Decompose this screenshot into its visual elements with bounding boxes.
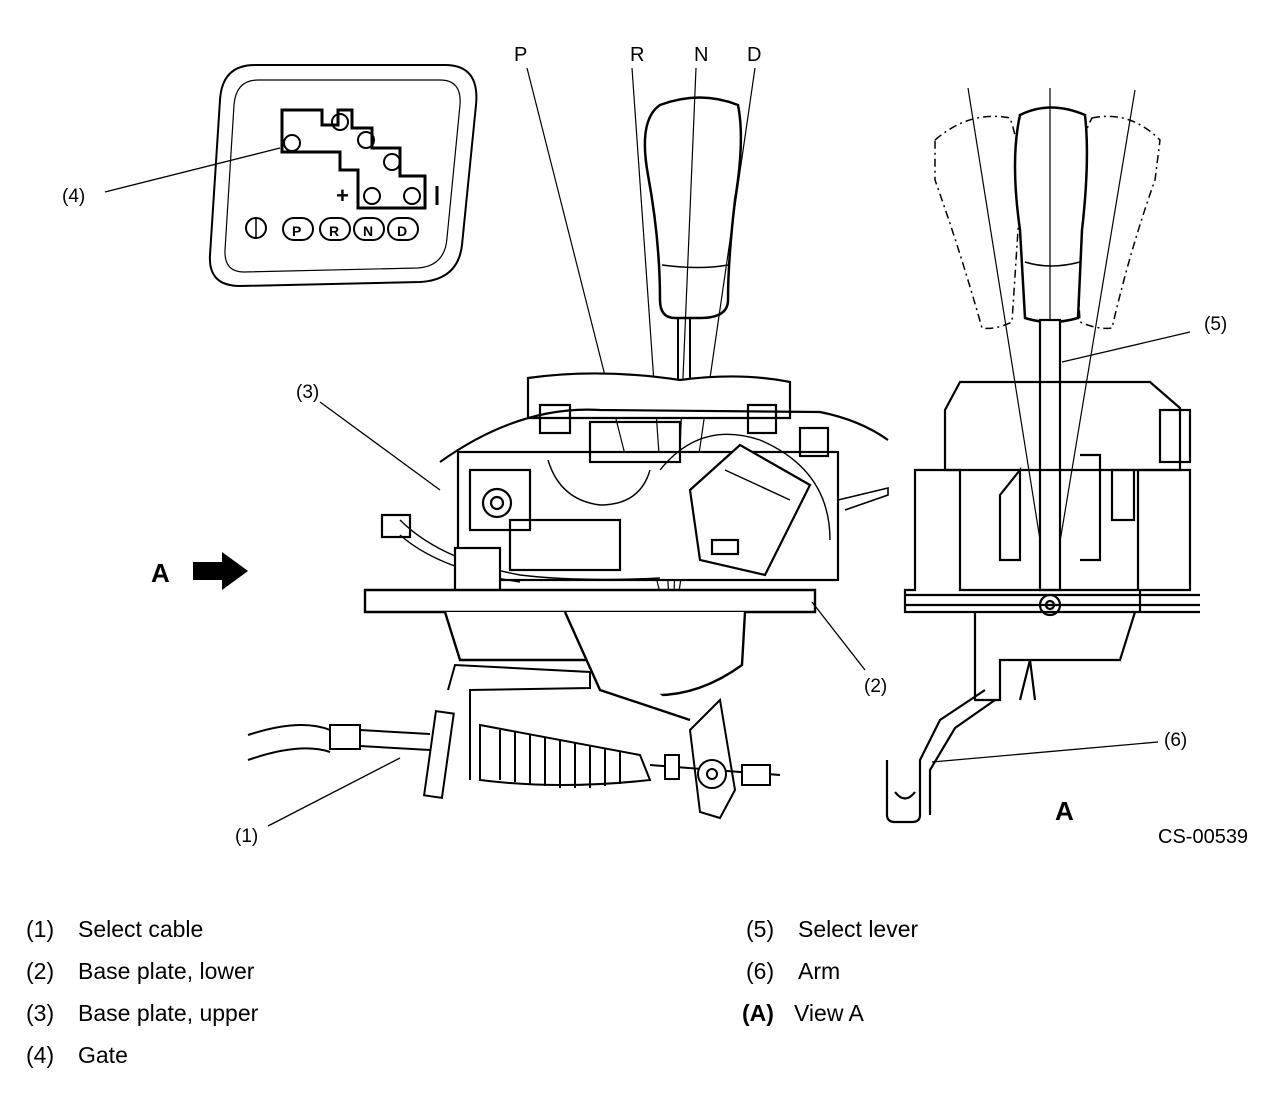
legend-item: (4)Gate (26, 1042, 128, 1068)
leader-line-2 (811, 601, 866, 671)
legend-item: (5)Select lever (746, 916, 919, 942)
callout-5: (5) (1204, 314, 1228, 335)
arm (885, 689, 996, 824)
position-d-label: D (747, 44, 762, 66)
leader-line-4 (104, 147, 281, 193)
callout-2: (2) (864, 676, 888, 697)
shift-knob (643, 96, 743, 385)
callout-4: (4) (62, 186, 86, 207)
shifter-diagram: + P R N D (104, 64, 1200, 827)
gate-n-label: N (363, 223, 373, 239)
gate-p-label: P (292, 223, 301, 239)
position-p-label: P (514, 44, 528, 66)
figure-code: CS-00539 (1158, 826, 1249, 848)
legend-item: (3)Base plate, upper (26, 1000, 259, 1026)
leader-line-3 (319, 401, 441, 491)
shifter-housing (380, 372, 889, 595)
legend-item: (6)Arm (746, 958, 841, 984)
gate-d-label: D (397, 223, 407, 239)
select-cable (247, 663, 781, 820)
legend-item: (1)Select cable (26, 916, 204, 942)
callout-1: (1) (235, 826, 259, 847)
callout-3: (3) (296, 382, 320, 403)
gate-plus-label: + (336, 183, 349, 208)
position-n-label: N (694, 44, 709, 66)
legend-item: (A)View A (742, 1000, 864, 1026)
leader-line-6 (931, 741, 1159, 763)
view-a-label: A (1055, 796, 1074, 826)
position-r-label: R (630, 44, 645, 66)
view-arrow (193, 552, 248, 590)
gate-r-label: R (329, 223, 339, 239)
view-arrow-label: A (151, 558, 170, 588)
legend-item: (2)Base plate, lower (26, 958, 255, 984)
knob-center (1013, 106, 1089, 324)
callout-6: (6) (1164, 730, 1188, 751)
gate-plate (208, 64, 478, 288)
base-plate-lower (363, 588, 817, 722)
leader-line-5 (1061, 331, 1191, 363)
view-a-housing (903, 318, 1200, 702)
leader-line-1 (267, 757, 401, 827)
